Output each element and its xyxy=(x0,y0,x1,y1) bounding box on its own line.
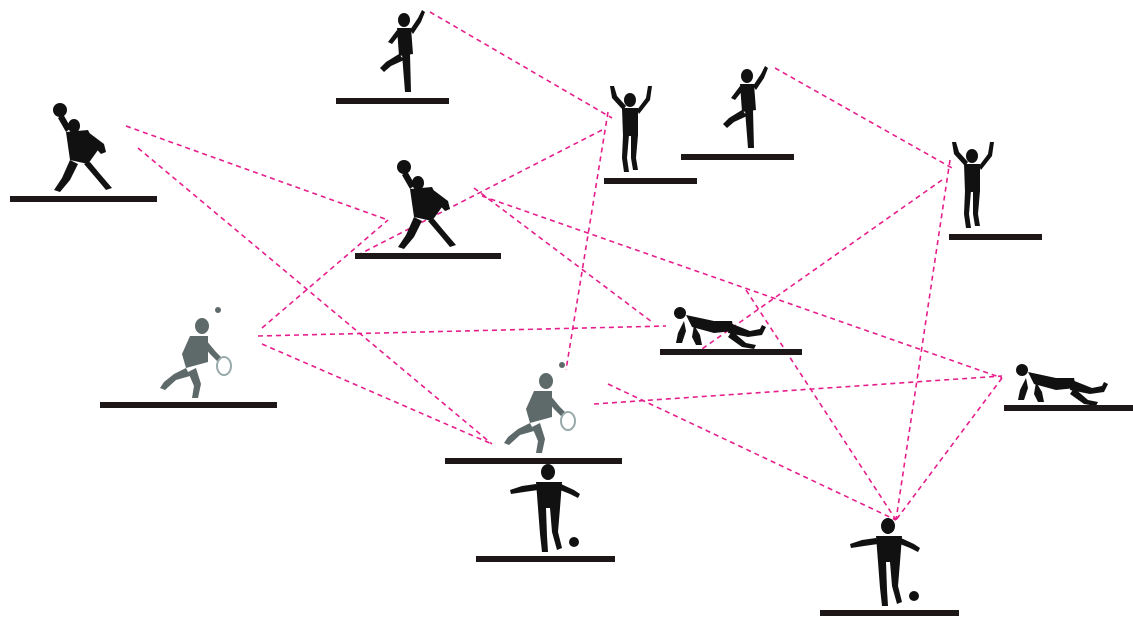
platform xyxy=(100,402,277,408)
platform xyxy=(1004,405,1133,411)
node-jump-b xyxy=(949,142,1042,240)
node-crawl-b xyxy=(1004,364,1133,411)
link-throw-a-tennis-b xyxy=(138,148,492,444)
link-jump-b-soccer-b xyxy=(896,160,950,520)
arms-up-jump-icon xyxy=(610,86,652,172)
node-jump-a xyxy=(604,86,697,184)
node-throw-a xyxy=(10,103,157,202)
knee-raise-icon xyxy=(723,66,768,148)
platform xyxy=(10,196,157,202)
link-tennis-a-soccer-a xyxy=(262,344,492,444)
link-kick-up-a-jump-a xyxy=(430,12,612,118)
node-kick-up-a xyxy=(336,10,449,104)
soccer-kick-icon xyxy=(850,518,920,606)
link-tennis-b-soccer-b xyxy=(608,384,896,520)
link-layer xyxy=(126,12,1002,520)
soccer-kick-icon xyxy=(510,464,580,552)
crawl-icon xyxy=(1016,364,1108,406)
platform xyxy=(476,556,615,562)
node-tennis-b xyxy=(445,362,622,464)
platform xyxy=(681,154,794,160)
tennis-swing-icon xyxy=(504,362,575,453)
link-tennis-a-throw-b xyxy=(262,220,388,328)
tennis-swing-icon xyxy=(160,307,231,398)
node-knee-raise-b xyxy=(681,66,794,160)
link-crawl-a-soccer-b xyxy=(746,290,896,520)
node-crawl-a xyxy=(660,307,802,355)
node-throw-b xyxy=(355,160,501,259)
arms-up-jump-icon xyxy=(952,142,994,228)
platform xyxy=(336,98,449,104)
ball-throw-icon xyxy=(53,103,112,192)
link-tennis-b-crawl-b xyxy=(594,376,1002,404)
link-crawl-b-soccer-b xyxy=(896,378,1002,520)
platform xyxy=(660,349,802,355)
link-jump-a-tennis-b xyxy=(566,112,608,370)
crawl-icon xyxy=(674,307,766,349)
platform xyxy=(355,253,501,259)
platform xyxy=(949,234,1042,240)
link-jump-a-throw-b xyxy=(356,130,602,256)
platform xyxy=(604,178,697,184)
platform xyxy=(820,610,959,616)
knee-raise-icon xyxy=(380,10,425,92)
link-knee-raise-b-jump-b xyxy=(775,68,952,168)
ball-throw-icon xyxy=(397,160,456,249)
node-tennis-a xyxy=(100,307,277,408)
link-throw-a-throw-b xyxy=(126,126,388,220)
node-soccer-a xyxy=(476,464,615,562)
node-soccer-b xyxy=(820,518,959,616)
platform xyxy=(445,458,622,464)
link-tennis-a-crawl-a xyxy=(258,326,666,336)
